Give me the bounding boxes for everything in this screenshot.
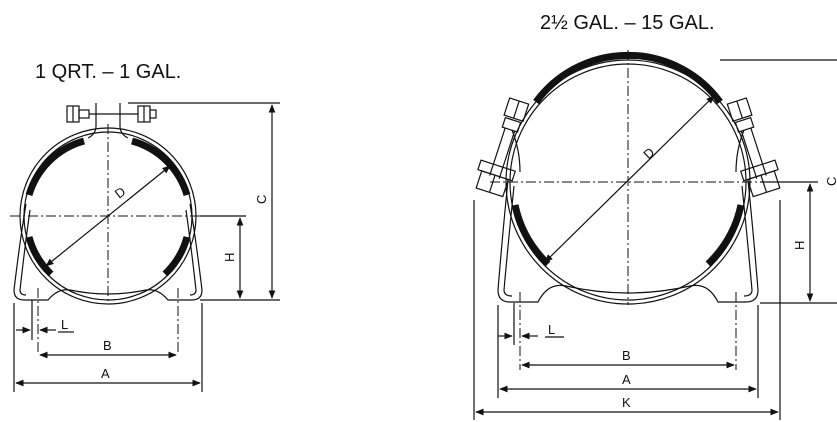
right-title: 2½ GAL. – 15 GAL. <box>540 12 715 34</box>
left-title: 1 QRT. – 1 GAL. <box>35 61 181 83</box>
left-l-label: L <box>61 317 68 332</box>
left-h-label: H <box>222 253 237 262</box>
right-a-label: A <box>622 372 631 387</box>
right-bolt-left <box>475 97 530 198</box>
right-bolt-right <box>726 97 781 198</box>
left-d-label: D <box>112 184 129 202</box>
right-k-label: K <box>622 395 631 410</box>
right-b-label: B <box>622 348 631 363</box>
right-clamp-diagram: 2½ GAL. – 15 GAL. <box>473 12 837 420</box>
right-liner-left <box>511 204 551 267</box>
right-h-label: H <box>792 241 807 250</box>
left-liner-2 <box>130 137 191 197</box>
left-c-label: C <box>254 195 269 204</box>
right-c-label: C <box>824 177 837 186</box>
right-liner-right <box>705 204 745 267</box>
left-bolt <box>66 105 157 123</box>
left-b-label: B <box>103 338 112 353</box>
left-a-label: A <box>101 366 110 381</box>
right-d-label: D <box>640 145 657 162</box>
left-liner-1 <box>25 137 86 197</box>
left-clamp-diagram: 1 QRT. – 1 GAL. <box>10 61 280 392</box>
right-l-label: L <box>548 322 555 337</box>
